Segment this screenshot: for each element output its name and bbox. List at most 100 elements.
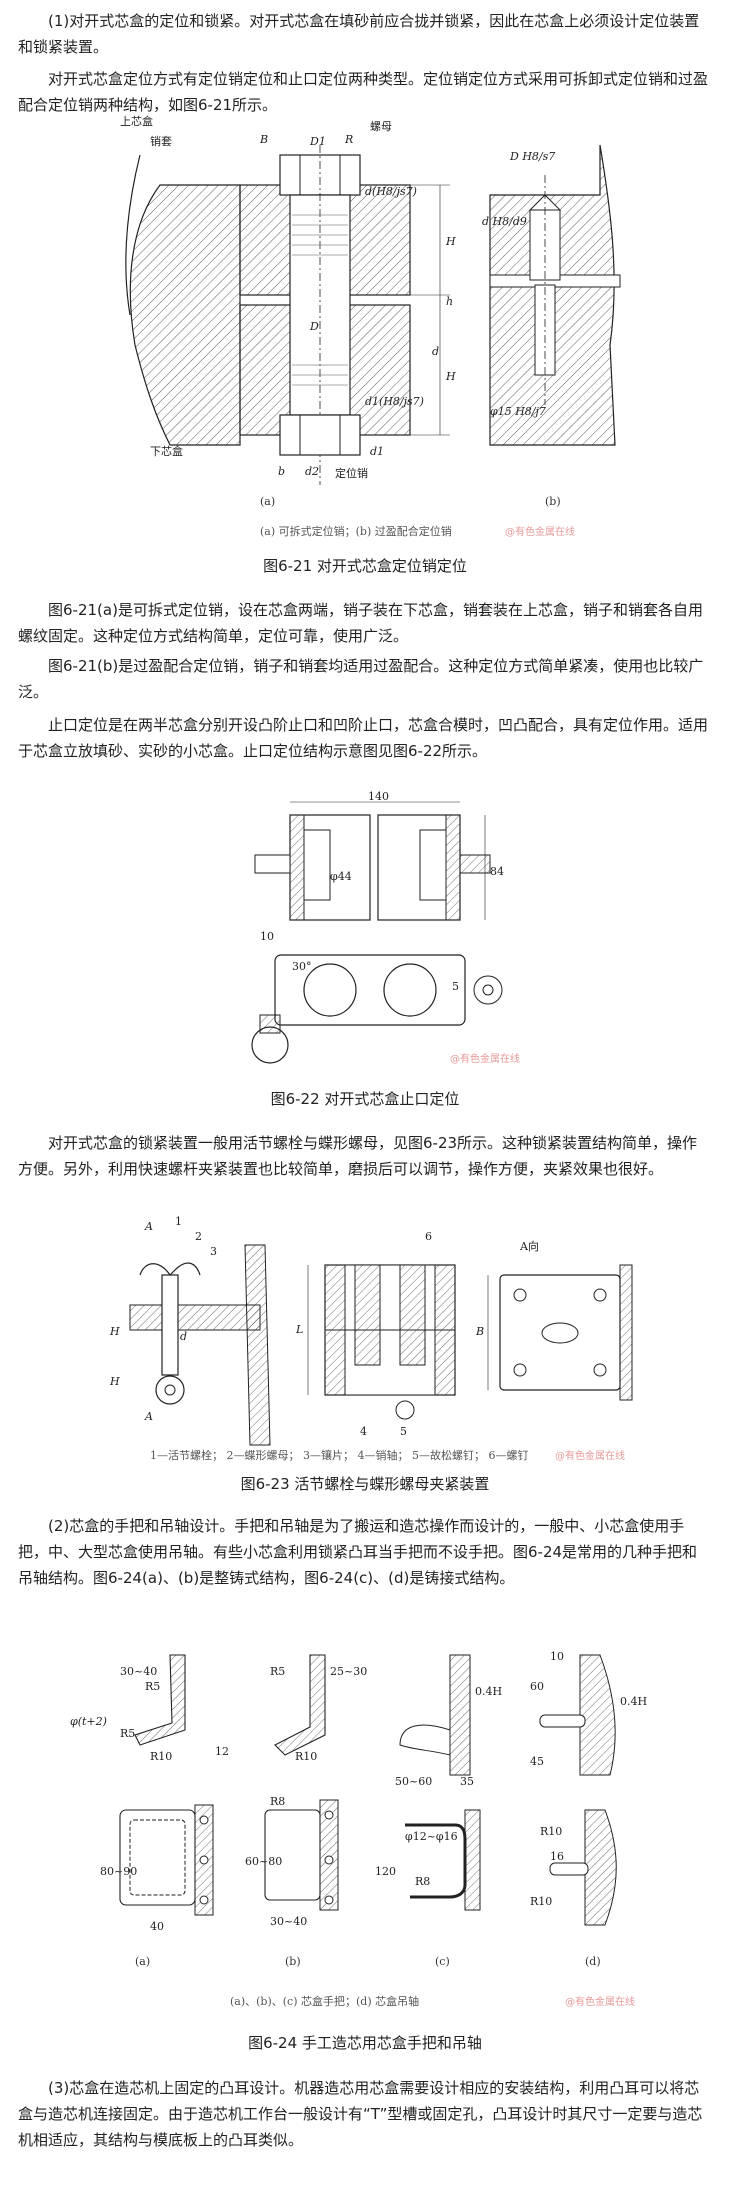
fig21-sub-a: (a) <box>260 495 275 508</box>
fig24-b-dim-r10: R10 <box>295 1750 317 1763</box>
fig23-label-A-bottom: A <box>144 1410 153 1423</box>
fig21-label-d2: d2 <box>305 465 319 478</box>
fig21-fit-b1: D H8/s7 <box>509 150 555 163</box>
fig24-d-dim-45: 45 <box>530 1755 544 1768</box>
paragraph-6: 对开式芯盒的锁紧装置一般用活节螺栓与蝶形螺母，见图6-23所示。这种锁紧装置结构… <box>18 1134 698 1178</box>
figure-6-22: 140 φ44 84 10 30° 5 @有色金属在线 <box>230 790 530 1070</box>
fig21-label-upper-box: 上芯盒 <box>120 115 153 128</box>
fig24-a-dim-r10: R10 <box>150 1750 172 1763</box>
fig23-label-H1: H <box>109 1325 120 1338</box>
fig23-label-B: B <box>475 1325 484 1338</box>
figure-6-23-drawing: 1 2 3 A H H d A L 6 4 5 A向 <box>109 1215 633 1462</box>
fig24-sub-d: (d) <box>585 1955 601 1968</box>
figure-6-23-caption: 图6-23 活节螺栓与蝶形螺母夹紧装置 <box>240 1475 490 1493</box>
fig21-fit-a2: d1(H8/js7) <box>365 395 424 408</box>
fig24-a-dim-40: 40 <box>150 1920 164 1933</box>
fig24-c-dim-120: 120 <box>375 1865 396 1878</box>
paragraph-1: (1)对开式芯盒的定位和锁紧。对开式芯盒在填砂前应合拢并锁紧，因此在芯盒上必须设… <box>18 12 700 56</box>
figure-6-23: 1 2 3 A H H d A L 6 4 5 A向 <box>100 1205 660 1465</box>
paragraph-8: (3)芯盒在造芯机上固定的凸耳设计。机器造芯用芯盒需要设计相应的安装结构，利用凸… <box>18 2079 703 2149</box>
figure-6-24: 30~40 R5 φ(t+2) R5 R10 80~90 40 12 (a) R… <box>60 1635 680 2020</box>
fig22-dim-10: 10 <box>260 930 274 943</box>
fig24-sub-b: (b) <box>285 1955 301 1968</box>
fig22-dim-84: 84 <box>490 865 504 878</box>
figure-6-24-drawing: 30~40 R5 φ(t+2) R5 R10 80~90 40 12 (a) R… <box>70 1650 647 2008</box>
fig23-label-A-view: A向 <box>519 1239 539 1253</box>
fig24-a-dim-r5: R5 <box>145 1680 160 1693</box>
fig21-label-d: d <box>432 345 439 358</box>
fig24-c-dim-35: 35 <box>460 1775 474 1788</box>
fig21-label-H2: H <box>445 370 456 383</box>
fig21-label-lower-box: 下芯盒 <box>150 444 183 458</box>
fig22-watermark: @有色金属在线 <box>450 1052 520 1065</box>
fig23-label-3: 3 <box>210 1245 217 1258</box>
fig21-fit-b2: d H8/d9 <box>482 215 527 228</box>
fig24-c-dim-phi12: φ12~φ16 <box>405 1830 458 1843</box>
fig24-legend: (a)、(b)、(c) 芯盒手把；(d) 芯盒吊轴 <box>230 1994 419 2008</box>
fig21-label-nut: 螺母 <box>370 120 392 133</box>
fig24-sub-a: (a) <box>135 1955 150 1968</box>
fig24-a-dim-80-90: 80~90 <box>100 1865 137 1878</box>
fig21-label-sleeve: 销套 <box>150 134 172 148</box>
fig24-c-dim-r8: R8 <box>415 1875 430 1888</box>
fig21-fit-b3: φ15 H8/j7 <box>490 405 546 418</box>
fig24-sub-c: (c) <box>435 1955 450 1968</box>
fig24-d-dim-16: 16 <box>550 1850 564 1863</box>
fig24-b-dim-r5: R5 <box>270 1665 285 1678</box>
fig22-dim-phi44: φ44 <box>330 870 352 883</box>
paragraph-5: 止口定位是在两半芯盒分别开设凸阶止口和凹阶止口，芯盒合模时，凹凸配合，具有定位作… <box>18 716 709 760</box>
fig21-watermark: @有色金属在线 <box>505 525 575 538</box>
fig24-d-dim-r10b: R10 <box>530 1895 552 1908</box>
paragraph-4: 图6-21(b)是过盈配合定位销，销子和销套均适用过盈配合。这种定位方式简单紧凑… <box>18 657 704 701</box>
fig23-watermark: @有色金属在线 <box>555 1449 625 1462</box>
fig24-b-dim-60-80: 60~80 <box>245 1855 282 1868</box>
fig22-dim-5: 5 <box>452 980 459 993</box>
fig24-a-dim-30-40: 30~40 <box>120 1665 157 1678</box>
fig24-c-dim-50-60: 50~60 <box>395 1775 432 1788</box>
paragraph-2: 对开式芯盒定位方式有定位销定位和止口定位两种类型。定位销定位方式采用可拆卸式定位… <box>18 70 709 114</box>
fig24-d-dim-10: 10 <box>550 1650 564 1663</box>
figure-6-24-caption: 图6-24 手工造芯用芯盒手把和吊轴 <box>248 2034 482 2052</box>
fig24-c-dim-04H: 0.4H <box>475 1685 502 1698</box>
fig21-label-R: R <box>344 133 353 146</box>
figure-6-22-caption: 图6-22 对开式芯盒止口定位 <box>270 1090 460 1108</box>
fig24-d-dim-60: 60 <box>530 1680 544 1693</box>
fig24-d-dim-r10: R10 <box>540 1825 562 1838</box>
fig21-label-b: b <box>278 465 285 478</box>
fig23-label-6: 6 <box>425 1230 432 1243</box>
figure-6-22-drawing: 140 φ44 84 10 30° 5 @有色金属在线 <box>251 790 520 1065</box>
fig24-a-dim-phi: φ(t+2) <box>70 1715 107 1728</box>
fig22-dim-30deg: 30° <box>292 960 312 973</box>
figure-6-21: H h H d 上芯盒 销套 螺母 B R D1 D d(H8/js7) d1(… <box>110 115 630 545</box>
fig22-dim-140: 140 <box>368 790 389 803</box>
fig21-label-D1: D1 <box>309 135 326 148</box>
fig21-fit-a1: d(H8/js7) <box>365 185 417 198</box>
paragraph-7: (2)芯盒的手把和吊轴设计。手把和吊轴是为了搬运和造芯操作而设计的，一般中、小芯… <box>18 1517 698 1587</box>
fig23-label-A-top: A <box>144 1220 153 1233</box>
fig21-label-h: h <box>446 295 453 308</box>
fig23-label-1: 1 <box>175 1215 182 1228</box>
fig24-a-dim-r5b: R5 <box>120 1727 135 1740</box>
figure-6-21-drawing: H h H d 上芯盒 销套 螺母 B R D1 D d(H8/js7) d1(… <box>120 115 621 538</box>
fig23-label-H2: H <box>109 1375 120 1388</box>
fig23-label-d: d <box>180 1330 187 1343</box>
fig24-b-dim-30-40: 30~40 <box>270 1915 307 1928</box>
fig24-watermark: @有色金属在线 <box>565 1995 635 2008</box>
fig24-b-dim-r8: R8 <box>270 1795 285 1808</box>
fig21-label-B: B <box>259 133 268 146</box>
fig23-legend: 1—活节螺栓； 2—蝶形螺母； 3—镶片； 4—销轴； 5—故松螺钉； 6—螺钉 <box>150 1448 528 1462</box>
fig24-a-dim-12: 12 <box>215 1745 229 1758</box>
fig21-label-H1: H <box>445 235 456 248</box>
fig21-sub-b: (b) <box>545 495 561 508</box>
fig24-b-dim-25-30: 25~30 <box>330 1665 367 1678</box>
figure-6-21-caption: 图6-21 对开式芯盒定位销定位 <box>263 557 467 575</box>
fig21-label-pin: 定位销 <box>335 466 368 480</box>
fig24-d-dim-04H: 0.4H <box>620 1695 647 1708</box>
fig23-label-5: 5 <box>400 1425 407 1438</box>
fig23-label-L: L <box>295 1323 303 1336</box>
fig21-label-d1: d1 <box>370 445 384 458</box>
fig23-label-2: 2 <box>195 1230 202 1243</box>
paragraph-3: 图6-21(a)是可拆式定位销，设在芯盒两端，销子装在下芯盒，销套装在上芯盒，销… <box>18 601 703 645</box>
fig21-legend: (a) 可拆式定位销；(b) 过盈配合定位销 <box>260 524 452 538</box>
